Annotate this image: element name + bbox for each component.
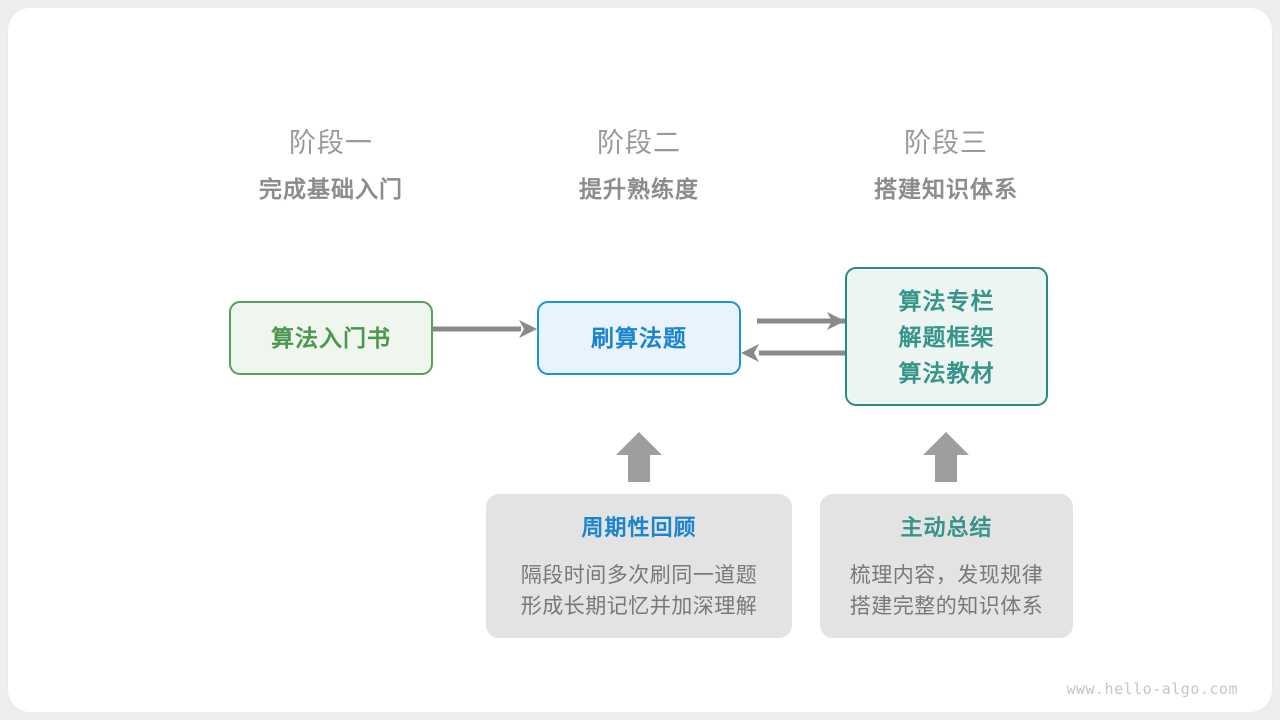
note-review-body-line-1: 隔段时间多次刷同一道题 — [520, 564, 758, 587]
note-review-body-line-2: 形成长期记忆并加深理解 — [520, 595, 758, 618]
arrow-summary-to-resources — [923, 432, 969, 482]
stage-2-index: 阶段二 — [597, 128, 681, 158]
stage-1-index: 阶段一 — [289, 128, 373, 158]
node-algorithm-intro-book[interactable]: 算法入门书 — [229, 301, 433, 375]
stage-header-3: 阶段三 搭建知识体系 — [816, 124, 1076, 207]
watermark-url: www.hello-algo.com — [1066, 680, 1238, 698]
note-review-body: 隔段时间多次刷同一道题 形成长期记忆并加深理解 — [521, 560, 758, 622]
stage-3-index: 阶段三 — [904, 128, 988, 158]
stage-header-1: 阶段一 完成基础入门 — [201, 124, 461, 207]
stage-2-title: 提升熟练度 — [579, 176, 699, 202]
arrow-resources-to-practice — [741, 344, 845, 362]
node-practice-problems[interactable]: 刷算法题 — [537, 301, 741, 375]
stage-3-title: 搭建知识体系 — [874, 176, 1018, 202]
stage-header-2: 阶段二 提升熟练度 — [509, 124, 769, 207]
arrow-practice-to-resources — [757, 312, 845, 330]
node-practice-line-1: 刷算法题 — [591, 325, 687, 351]
node-book-line-1: 算法入门书 — [271, 325, 391, 351]
node-resources-line-2: 解题框架 — [898, 323, 995, 350]
node-resources-line-1: 算法专栏 — [898, 287, 995, 314]
note-periodic-review[interactable]: 周期性回顾 隔段时间多次刷同一道题 形成长期记忆并加深理解 — [486, 494, 792, 638]
note-summary-title: 主动总结 — [900, 515, 993, 540]
note-review-title: 周期性回顾 — [581, 515, 697, 540]
node-learning-resources[interactable]: 算法专栏 解题框架 算法教材 — [845, 267, 1048, 406]
note-active-summary[interactable]: 主动总结 梳理内容，发现规律 搭建完整的知识体系 — [820, 494, 1073, 638]
arrow-book-to-practice — [433, 320, 537, 338]
stage-1-title: 完成基础入门 — [259, 176, 403, 202]
note-summary-body-line-2: 搭建完整的知识体系 — [849, 595, 1044, 618]
node-resources-line-3: 算法教材 — [898, 359, 995, 386]
note-summary-body-line-1: 梳理内容，发现规律 — [849, 564, 1044, 587]
note-summary-body: 梳理内容，发现规律 搭建完整的知识体系 — [850, 560, 1044, 622]
arrow-review-to-practice — [616, 432, 662, 482]
